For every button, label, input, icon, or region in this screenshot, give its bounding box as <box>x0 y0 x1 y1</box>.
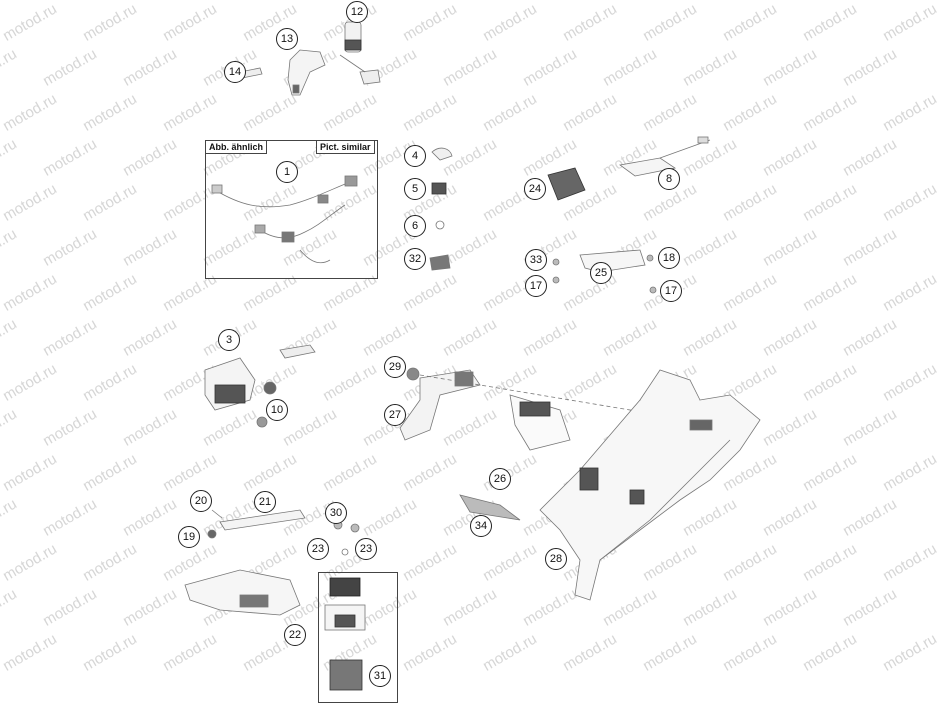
callout-4: 4 <box>404 145 426 167</box>
callout-34: 34 <box>470 515 492 537</box>
similar-label-de: Abb. ähnlich <box>205 140 267 154</box>
callout-32: 32 <box>404 248 426 270</box>
similar-label-en: Pict. similar <box>316 140 375 154</box>
callout-3: 3 <box>218 329 240 351</box>
callout-6: 6 <box>404 215 426 237</box>
callout-21: 21 <box>254 491 276 513</box>
callout-14: 14 <box>224 61 246 83</box>
regulator-drawing <box>204 344 316 428</box>
callout-26: 26 <box>489 468 511 490</box>
callout-28: 28 <box>545 548 567 570</box>
callout-17-right: 17 <box>660 280 682 302</box>
ignition-lock-drawing <box>239 21 381 96</box>
callout-25: 25 <box>590 262 612 284</box>
callout-31: 31 <box>369 665 391 687</box>
connector-parts-drawing <box>429 147 453 271</box>
control-unit-drawing <box>547 136 711 201</box>
callout-29: 29 <box>384 356 406 378</box>
callout-10: 10 <box>266 399 288 421</box>
fuse-box-drawing <box>324 577 366 691</box>
callout-23-left: 23 <box>307 538 329 560</box>
callout-27: 27 <box>384 404 406 426</box>
callout-24: 24 <box>524 178 546 200</box>
callout-33: 33 <box>525 249 547 271</box>
callout-19: 19 <box>178 526 200 548</box>
callout-18: 18 <box>658 247 680 269</box>
callout-23-right: 23 <box>355 538 377 560</box>
callout-13: 13 <box>276 28 298 50</box>
callout-8: 8 <box>658 168 680 190</box>
callout-30: 30 <box>325 502 347 524</box>
callout-1: 1 <box>276 161 298 183</box>
starter-drawing <box>184 509 360 616</box>
callout-5: 5 <box>404 178 426 200</box>
callout-17-left: 17 <box>525 275 547 297</box>
callout-20: 20 <box>190 490 212 512</box>
callout-22: 22 <box>284 624 306 646</box>
similar-parts-frame <box>205 140 378 279</box>
frame-drawing <box>399 367 761 601</box>
callout-12: 12 <box>346 1 368 23</box>
wiring-harness-drawing <box>211 175 358 264</box>
